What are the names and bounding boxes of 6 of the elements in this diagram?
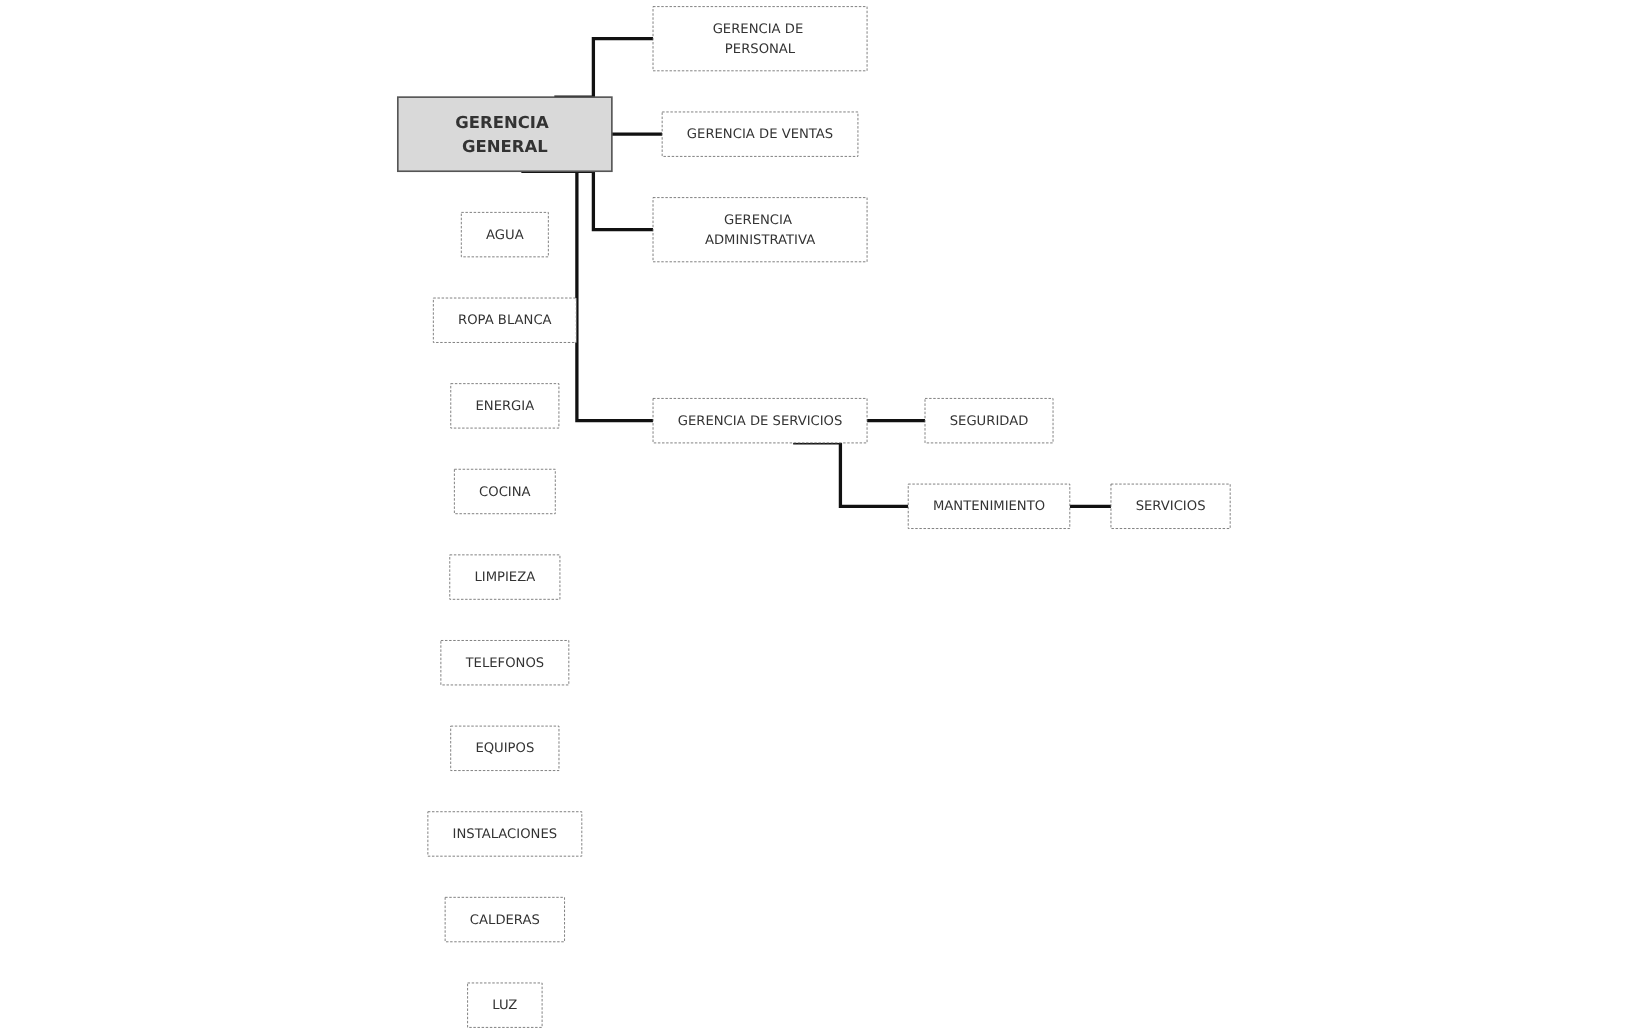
connector	[793, 441, 909, 508]
connector	[1069, 504, 1111, 508]
connector	[867, 419, 925, 423]
node-box: GERENCIA GENERAL	[397, 96, 613, 173]
connector	[611, 132, 663, 136]
connector	[554, 37, 653, 99]
